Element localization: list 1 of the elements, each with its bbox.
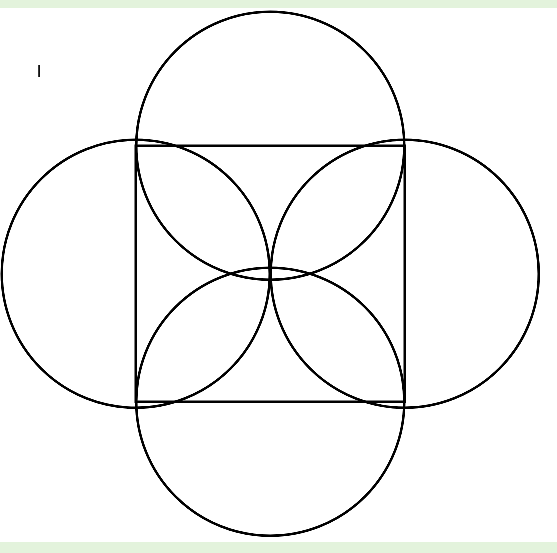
letter-label: I bbox=[37, 62, 42, 82]
